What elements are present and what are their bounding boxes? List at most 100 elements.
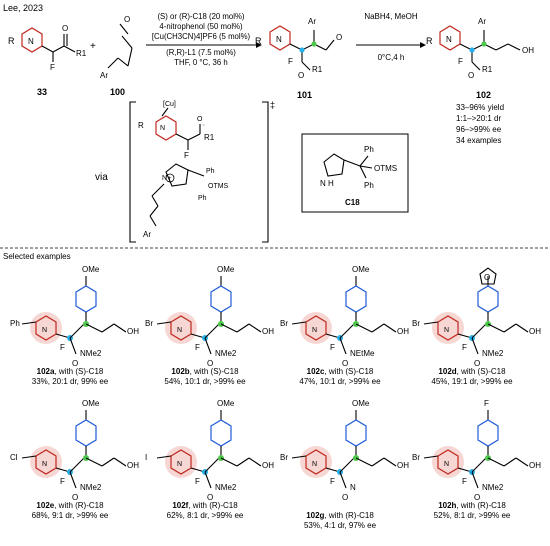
pyridine-highlight <box>165 312 197 344</box>
ph-label-ts-2: Ph <box>198 195 207 202</box>
ring-substituent-label: Br <box>412 453 420 462</box>
aryl-ring <box>75 285 97 313</box>
section-title: Selected examples <box>3 252 71 261</box>
svg-text:⁻: ⁻ <box>202 124 205 130</box>
catalyst-box <box>301 133 409 213</box>
fluorine-label: F <box>462 343 467 352</box>
intermediate-101-structure: N O O <box>269 25 342 80</box>
reduction-reagent: NaBH4, MeOH <box>364 12 418 21</box>
aldehyde-100-structure: O <box>107 15 133 69</box>
transition-state-structure: N [Cu] O ⁻ N + <box>149 101 205 227</box>
carbonyl-o-label: O <box>474 359 480 368</box>
para-substituent-label: OMe <box>217 265 235 274</box>
fluorine-label: F <box>60 343 65 352</box>
hydroxyl-label: OH <box>127 327 139 336</box>
hydroxyl-label: OH <box>262 327 274 336</box>
hydroxyl-label: OH <box>262 461 274 470</box>
pyridine-n-label: N <box>312 327 317 334</box>
compound-101-label: 101 <box>297 90 312 100</box>
catalyst-label: C18 <box>345 198 360 207</box>
para-substituent-label: OMe <box>352 265 370 274</box>
example-caption: 102d, with (S)-C18 <box>438 367 506 376</box>
svg-text:O: O <box>298 71 304 80</box>
ph-label-c18-2: Ph <box>364 181 374 190</box>
ring-substituent-label: Br <box>412 319 420 328</box>
condition-5: THF, 0 °C, 36 h <box>174 58 227 67</box>
pyridine-highlight <box>300 312 332 344</box>
amide-label: NEtMe <box>350 349 375 358</box>
ring-substituent-label: Cl <box>10 453 18 462</box>
para-substituent-label: OMe <box>217 399 235 408</box>
f-label-ts: F <box>184 151 189 160</box>
pyridine-n-label: N <box>177 461 182 468</box>
ar-label-101: Ar <box>308 17 316 26</box>
fluorine-label: F <box>330 477 335 486</box>
aryl-ring <box>345 419 367 447</box>
hydroxyl-label: OH <box>397 461 409 470</box>
otms-label-ts: OTMS <box>208 183 229 190</box>
ring-substituent-label: Ph <box>10 319 20 328</box>
pyridine-n-label: N <box>444 461 449 468</box>
result-ee: 96–>99% ee <box>456 125 502 134</box>
svg-text:+: + <box>168 176 172 182</box>
example-caption: 102c, with (S)-C18 <box>307 367 374 376</box>
carbonyl-o-label: O <box>342 493 348 502</box>
para-substituent-label: OMe <box>82 265 100 274</box>
aryl-ring <box>75 419 97 447</box>
substrate-33-structure: N O <box>21 24 76 62</box>
hydroxyl-label: OH <box>127 461 139 470</box>
r-label-101: R <box>255 36 262 46</box>
fluorine-label: F <box>195 343 200 352</box>
nh-label: N H <box>320 179 334 188</box>
pyridine-highlight <box>30 446 62 478</box>
amide-label: NMe2 <box>215 483 237 492</box>
via-label: via <box>95 172 108 183</box>
aryl-ring <box>477 419 499 447</box>
svg-text:N: N <box>28 37 34 46</box>
ar-label-102: Ar <box>478 17 486 26</box>
result-yield: 33–96% yield <box>456 103 504 112</box>
amide-label: N <box>350 483 356 492</box>
ar-label-ts: Ar <box>143 230 151 239</box>
amide-label: NMe2 <box>215 349 237 358</box>
condition-2: 4-nitrophenol (50 mol%) <box>159 22 243 31</box>
svg-text:O: O <box>336 33 342 42</box>
example-caption: 102f, with (R)-C18 <box>172 501 238 510</box>
aryl-ring <box>210 419 232 447</box>
svg-text:N: N <box>446 35 452 44</box>
amide-label: NMe2 <box>482 349 504 358</box>
r-label-102: R <box>426 36 433 46</box>
fluorine-label: F <box>462 477 467 486</box>
citation: Lee, 2023 <box>3 3 43 13</box>
example-stats: 52%, 8:1 dr, >99% ee <box>434 511 511 520</box>
r1-label-101: R1 <box>312 65 323 74</box>
carbonyl-o-label: O <box>207 493 213 502</box>
f-label-101: F <box>288 57 293 66</box>
fluorine-label: F <box>195 477 200 486</box>
f-label: F <box>50 63 55 72</box>
carbonyl-o-label: O <box>72 359 78 368</box>
ph-label-ts-1: Ph <box>206 168 215 175</box>
example-stats: 33%, 20:1 dr, 99% ee <box>32 377 109 386</box>
amide-label: NMe2 <box>80 349 102 358</box>
compound-100-label: 100 <box>110 87 125 97</box>
otms-label-c18: OTMS <box>374 164 397 173</box>
amide-label: NMe2 <box>80 483 102 492</box>
example-stats: 54%, 10:1 dr, >99% ee <box>164 377 246 386</box>
ring-substituent-label: Br <box>280 319 288 328</box>
pyridine-highlight <box>432 446 464 478</box>
result-dr: 1:1–>20:1 dr <box>456 114 501 123</box>
svg-text:N: N <box>276 35 282 44</box>
pyridine-highlight <box>432 312 464 344</box>
hydroxyl-label: OH <box>529 327 541 336</box>
example-stats: 68%, 9:1 dr, >99% ee <box>32 511 109 520</box>
svg-text:O: O <box>62 24 68 33</box>
